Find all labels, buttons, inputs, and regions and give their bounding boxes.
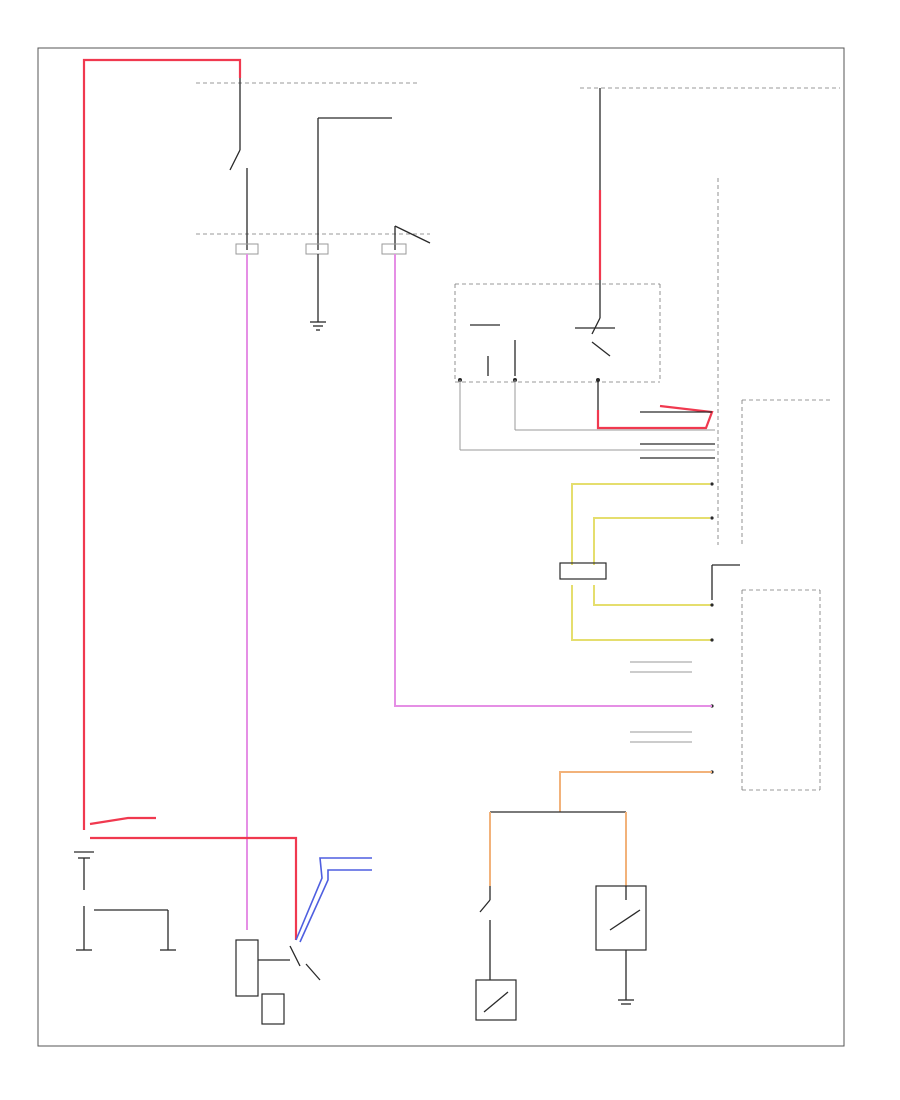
transmission-range-switch bbox=[475, 886, 517, 1021]
wire-blue-charging-2 bbox=[299, 869, 372, 943]
wire-yellow-3 bbox=[593, 585, 712, 606]
wire-pink-start-signal bbox=[394, 254, 712, 707]
module-label-stubs bbox=[630, 661, 692, 743]
starter-motor bbox=[235, 939, 321, 1025]
module-connector-pins bbox=[710, 482, 740, 774]
connector-row bbox=[235, 243, 407, 255]
wire-red-battery-to-gen bbox=[89, 816, 156, 826]
wire-yellow-1 bbox=[571, 483, 710, 565]
module-signal-lines bbox=[460, 429, 715, 459]
battery-symbol bbox=[74, 851, 176, 951]
wire-orange-prnd bbox=[559, 771, 712, 812]
underhood-fuse-block bbox=[196, 78, 431, 250]
ground-symbol-g101 bbox=[310, 254, 326, 331]
diagram-frame bbox=[37, 47, 845, 1047]
wire-yellow-2 bbox=[593, 517, 710, 565]
wire-red-battery-feed bbox=[82, 58, 242, 830]
splice-pack bbox=[559, 562, 607, 580]
neutral-safety-switch bbox=[595, 885, 647, 1005]
wire-red-ign bbox=[596, 404, 714, 430]
control-module-box bbox=[717, 178, 830, 791]
wire-red-battery-to-starter bbox=[90, 836, 298, 940]
ignition-switch-area bbox=[454, 87, 840, 450]
wire-yellow-4 bbox=[571, 585, 712, 641]
wire-blue-charging-1 bbox=[295, 857, 372, 941]
